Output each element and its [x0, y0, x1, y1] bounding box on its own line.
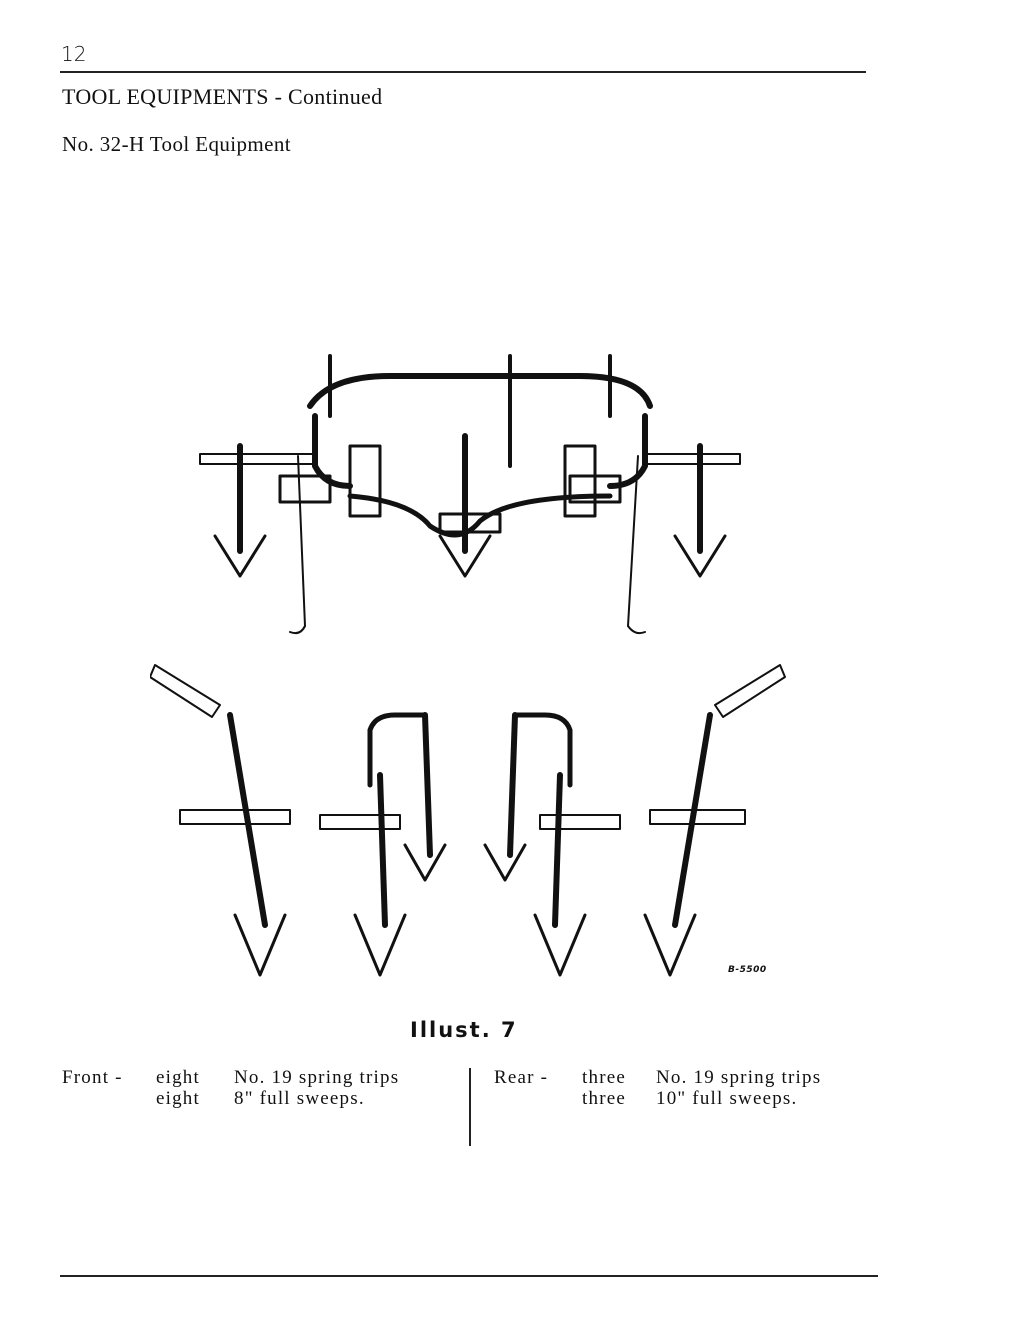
figure-caption: Illust. 7	[410, 1018, 518, 1042]
rear-description: 10" full sweeps.	[656, 1088, 798, 1109]
column-divider	[469, 1068, 471, 1146]
bottom-rule	[60, 1275, 878, 1277]
rear-label: Rear -	[494, 1067, 549, 1088]
figure-code: B-5500	[728, 965, 767, 975]
rear-count: three	[582, 1088, 626, 1109]
top-rule	[60, 71, 866, 73]
section-heading: TOOL EQUIPMENTS - Continued	[62, 84, 383, 109]
spring-trip-sweeps-illustration	[150, 664, 786, 977]
front-count: eight	[156, 1067, 200, 1088]
front-count: eight	[156, 1088, 200, 1109]
front-description: No. 19 spring trips	[234, 1067, 400, 1088]
tool-equipment-assembly-illustration	[199, 354, 741, 635]
front-description: 8" full sweeps.	[234, 1088, 365, 1109]
subheading: No. 32-H Tool Equipment	[62, 132, 291, 156]
front-label: Front -	[62, 1067, 123, 1088]
rear-description: No. 19 spring trips	[656, 1067, 822, 1088]
rear-count: three	[582, 1067, 626, 1088]
page-number: 12	[61, 42, 87, 66]
